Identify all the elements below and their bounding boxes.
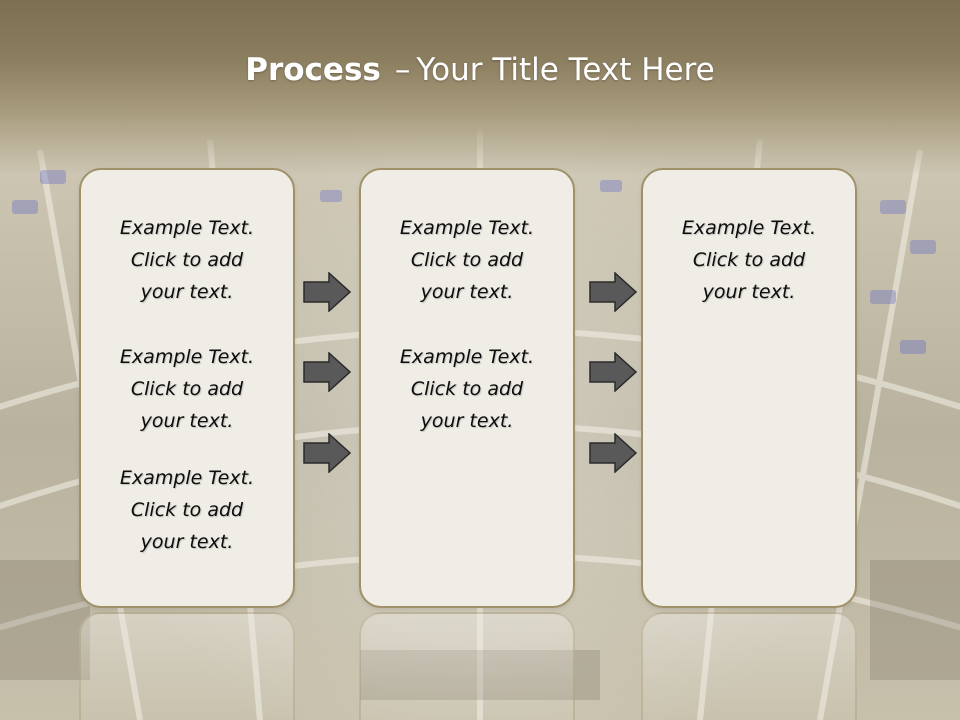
right-arrow-icon[interactable] xyxy=(303,352,351,392)
text-line: your text. xyxy=(420,281,514,303)
text-placeholder[interactable]: Example Text. Click to add your text. xyxy=(81,462,293,558)
process-card-2[interactable]: Example Text. Click to add your text. Ex… xyxy=(359,168,575,608)
text-line: Example Text. xyxy=(119,217,255,239)
right-arrow-icon[interactable] xyxy=(589,272,637,312)
text-placeholder[interactable]: Example Text. Click to add your text. xyxy=(81,212,293,308)
text-placeholder[interactable]: Example Text. Click to add your text. xyxy=(643,212,855,308)
text-line: your text. xyxy=(702,281,796,303)
text-line: Click to add xyxy=(410,249,524,271)
card-reflection xyxy=(79,612,295,720)
process-card-1[interactable]: Example Text. Click to add your text. Ex… xyxy=(79,168,295,608)
text-placeholder[interactable]: Example Text. Click to add your text. xyxy=(81,341,293,437)
right-arrow-icon[interactable] xyxy=(589,433,637,473)
slide-title[interactable]: Process–Your Title Text Here xyxy=(0,52,960,88)
title-dash: – xyxy=(394,52,411,88)
text-line: your text. xyxy=(140,281,234,303)
text-line: your text. xyxy=(140,410,234,432)
text-line: Click to add xyxy=(130,249,244,271)
text-line: Click to add xyxy=(130,378,244,400)
text-placeholder[interactable]: Example Text. Click to add your text. xyxy=(361,212,573,308)
text-line: Click to add xyxy=(692,249,806,271)
right-arrow-icon[interactable] xyxy=(589,352,637,392)
card-reflection xyxy=(641,612,857,720)
text-line: your text. xyxy=(420,410,514,432)
title-rest: Your Title Text Here xyxy=(416,52,715,88)
card-reflection xyxy=(359,612,575,720)
text-line: Click to add xyxy=(410,378,524,400)
text-placeholder[interactable]: Example Text. Click to add your text. xyxy=(361,341,573,437)
text-line: Example Text. xyxy=(119,467,255,489)
text-line: Click to add xyxy=(130,499,244,521)
text-line: Example Text. xyxy=(399,217,535,239)
text-line: Example Text. xyxy=(681,217,817,239)
text-line: Example Text. xyxy=(399,346,535,368)
right-arrow-icon[interactable] xyxy=(303,272,351,312)
text-line: your text. xyxy=(140,531,234,553)
header-band xyxy=(0,0,960,175)
text-line: Example Text. xyxy=(119,346,255,368)
right-arrow-icon[interactable] xyxy=(303,433,351,473)
process-card-3[interactable]: Example Text. Click to add your text. xyxy=(641,168,857,608)
title-bold: Process xyxy=(245,52,381,88)
